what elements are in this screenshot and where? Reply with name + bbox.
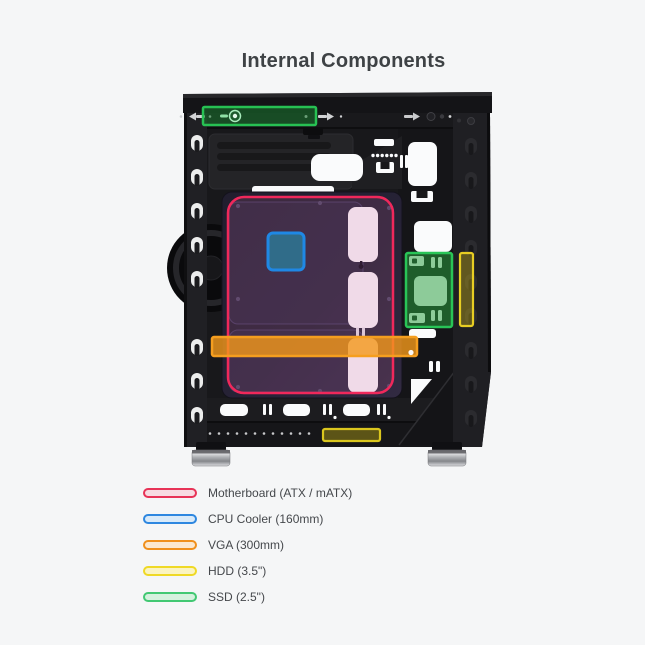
legend-label-hdd: HDD (3.5") xyxy=(208,564,267,578)
case-feet xyxy=(191,442,467,467)
motherboard-highlight xyxy=(226,195,395,395)
legend-label-ssd: SSD (2.5") xyxy=(208,590,265,604)
legend-swatch-hdd xyxy=(143,566,197,576)
left-rail xyxy=(184,113,207,447)
legend-label-cpu-cooler: CPU Cooler (160mm) xyxy=(208,512,324,526)
legend-item-hdd: HDD (3.5") xyxy=(143,564,352,578)
legend-swatch-vga xyxy=(143,540,197,550)
corner-gusset xyxy=(398,366,459,446)
hdd-side-highlight xyxy=(458,251,475,328)
legend-swatch-ssd xyxy=(143,592,197,602)
legend-item-cpu-cooler: CPU Cooler (160mm) xyxy=(143,512,352,526)
vga-highlight xyxy=(210,335,419,358)
legend-item-motherboard: Motherboard (ATX / mATX) xyxy=(143,486,353,500)
legend-item-vga: VGA (300mm) xyxy=(143,538,352,552)
thumbscrew-icon xyxy=(220,109,242,123)
legend-label-motherboard: Motherboard (ATX / mATX) xyxy=(208,486,353,500)
rail-hook-cutouts xyxy=(191,135,203,424)
page-title: Internal Components xyxy=(241,50,446,72)
hdd-bottom-highlight xyxy=(321,427,382,443)
vga-highlight-dot xyxy=(408,349,414,356)
legend-label-vga: VGA (300mm) xyxy=(208,538,285,552)
ssd-side-highlight xyxy=(404,251,454,329)
legend-swatch-cpu-cooler xyxy=(143,514,197,524)
component-highlights xyxy=(201,105,475,443)
cpu-cooler-highlight xyxy=(266,231,306,272)
ssd-top-highlight xyxy=(201,105,318,127)
drive-cage xyxy=(208,133,402,190)
legend-swatch-motherboard xyxy=(143,488,197,498)
legend-item-ssd: SSD (2.5") xyxy=(143,590,352,604)
legend: Motherboard (ATX / mATX) CPU Cooler (160… xyxy=(143,486,353,618)
